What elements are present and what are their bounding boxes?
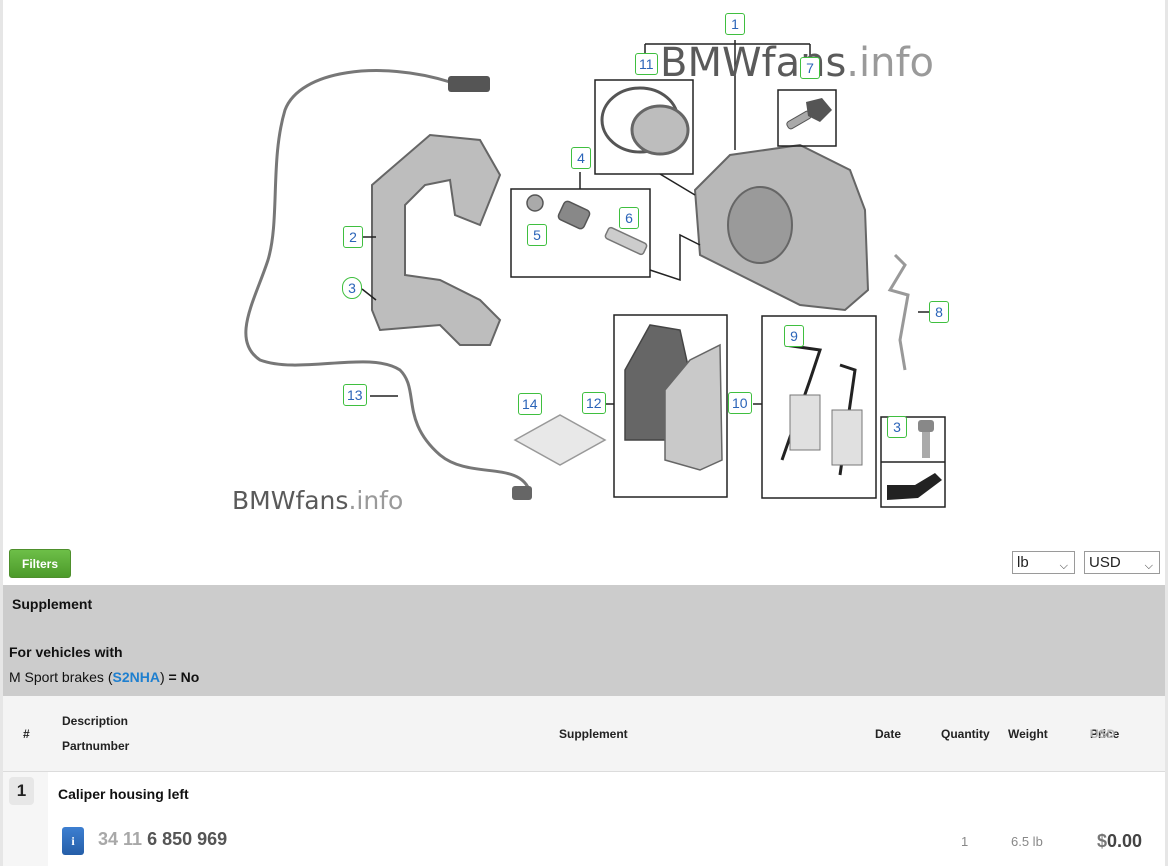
watermark-bottom: BMWfans.info: [232, 486, 404, 515]
weight-unit-value: lb: [1017, 554, 1029, 571]
part-weight: 6.5 lb: [1011, 834, 1043, 849]
header-quantity: Quantity: [941, 727, 990, 741]
callout-8[interactable]: 8: [929, 301, 949, 323]
filters-button[interactable]: Filters: [9, 549, 71, 578]
supplement-panel: Supplement For vehicles with M Sport bra…: [3, 585, 1165, 696]
row-number: 1: [9, 777, 34, 805]
info-icon[interactable]: i: [62, 827, 84, 855]
sensor-plug: [512, 486, 532, 500]
brake-pad-outer: [664, 343, 723, 471]
condition-value: = No: [164, 669, 200, 685]
part-number[interactable]: 34 11 6 850 969: [98, 829, 228, 849]
currency-value: USD: [1089, 554, 1121, 571]
callout-10[interactable]: 10: [728, 392, 752, 414]
callout-5[interactable]: 5: [527, 224, 547, 246]
row-content: Caliper housing left i 34 11 6 850 969 1…: [48, 772, 1165, 866]
table-row: 1 Caliper housing left i 34 11 6 850 969…: [3, 772, 1165, 866]
header-supplement: Supplement: [559, 727, 628, 741]
header-description: Description: [62, 714, 129, 728]
header-weight: Weight: [1008, 727, 1048, 741]
callout-3-bolt[interactable]: 3: [887, 416, 907, 438]
part-description: Caliper housing left: [58, 786, 189, 802]
callout-2[interactable]: 2: [343, 226, 363, 248]
vehicle-condition: M Sport brakes (S2NHA) = No: [9, 669, 199, 685]
part-price: $0.00: [1097, 831, 1143, 851]
supplement-title: Supplement: [12, 596, 93, 612]
chevron-down-icon: ⌵: [1144, 560, 1153, 572]
watermark-top: BMWfans.info: [660, 40, 935, 86]
for-vehicles-heading: For vehicles with: [9, 644, 123, 660]
condition-code-link[interactable]: S2NHA: [112, 669, 160, 685]
callout-13[interactable]: 13: [343, 384, 367, 406]
sensor-tip: [448, 76, 490, 92]
diagram-illustration: [244, 40, 946, 508]
sensor-wire: [244, 69, 532, 493]
callout-6[interactable]: 6: [619, 207, 639, 229]
callout-4[interactable]: 4: [571, 147, 591, 169]
callout-14[interactable]: 14: [518, 393, 542, 415]
chevron-down-icon: ⌵: [1059, 560, 1068, 572]
header-partnumber: Partnumber: [62, 739, 130, 753]
condition-name: M Sport brakes (: [9, 669, 113, 685]
currency-select[interactable]: USD ⌵: [1084, 551, 1160, 574]
header-number: #: [23, 727, 30, 741]
callout-9[interactable]: 9: [784, 325, 804, 347]
callout-1[interactable]: 1: [725, 13, 745, 35]
callout-12[interactable]: 12: [582, 392, 606, 414]
parts-diagram: BMWfans.info BMWfans.info 1 11 7 4 5 6 2…: [232, 13, 949, 515]
condition-close: ): [159, 669, 165, 685]
header-date: Date: [875, 727, 902, 741]
weight-unit-select[interactable]: lb ⌵: [1012, 551, 1075, 574]
callout-3-bracket[interactable]: 3: [342, 277, 362, 299]
callout-11[interactable]: 11: [635, 53, 658, 75]
callout-7[interactable]: 7: [800, 57, 820, 79]
parts-table-header: # Description Partnumber Supplement Date…: [3, 696, 1165, 772]
carrier-bracket: [371, 133, 502, 346]
part-quantity: 1: [961, 834, 969, 849]
